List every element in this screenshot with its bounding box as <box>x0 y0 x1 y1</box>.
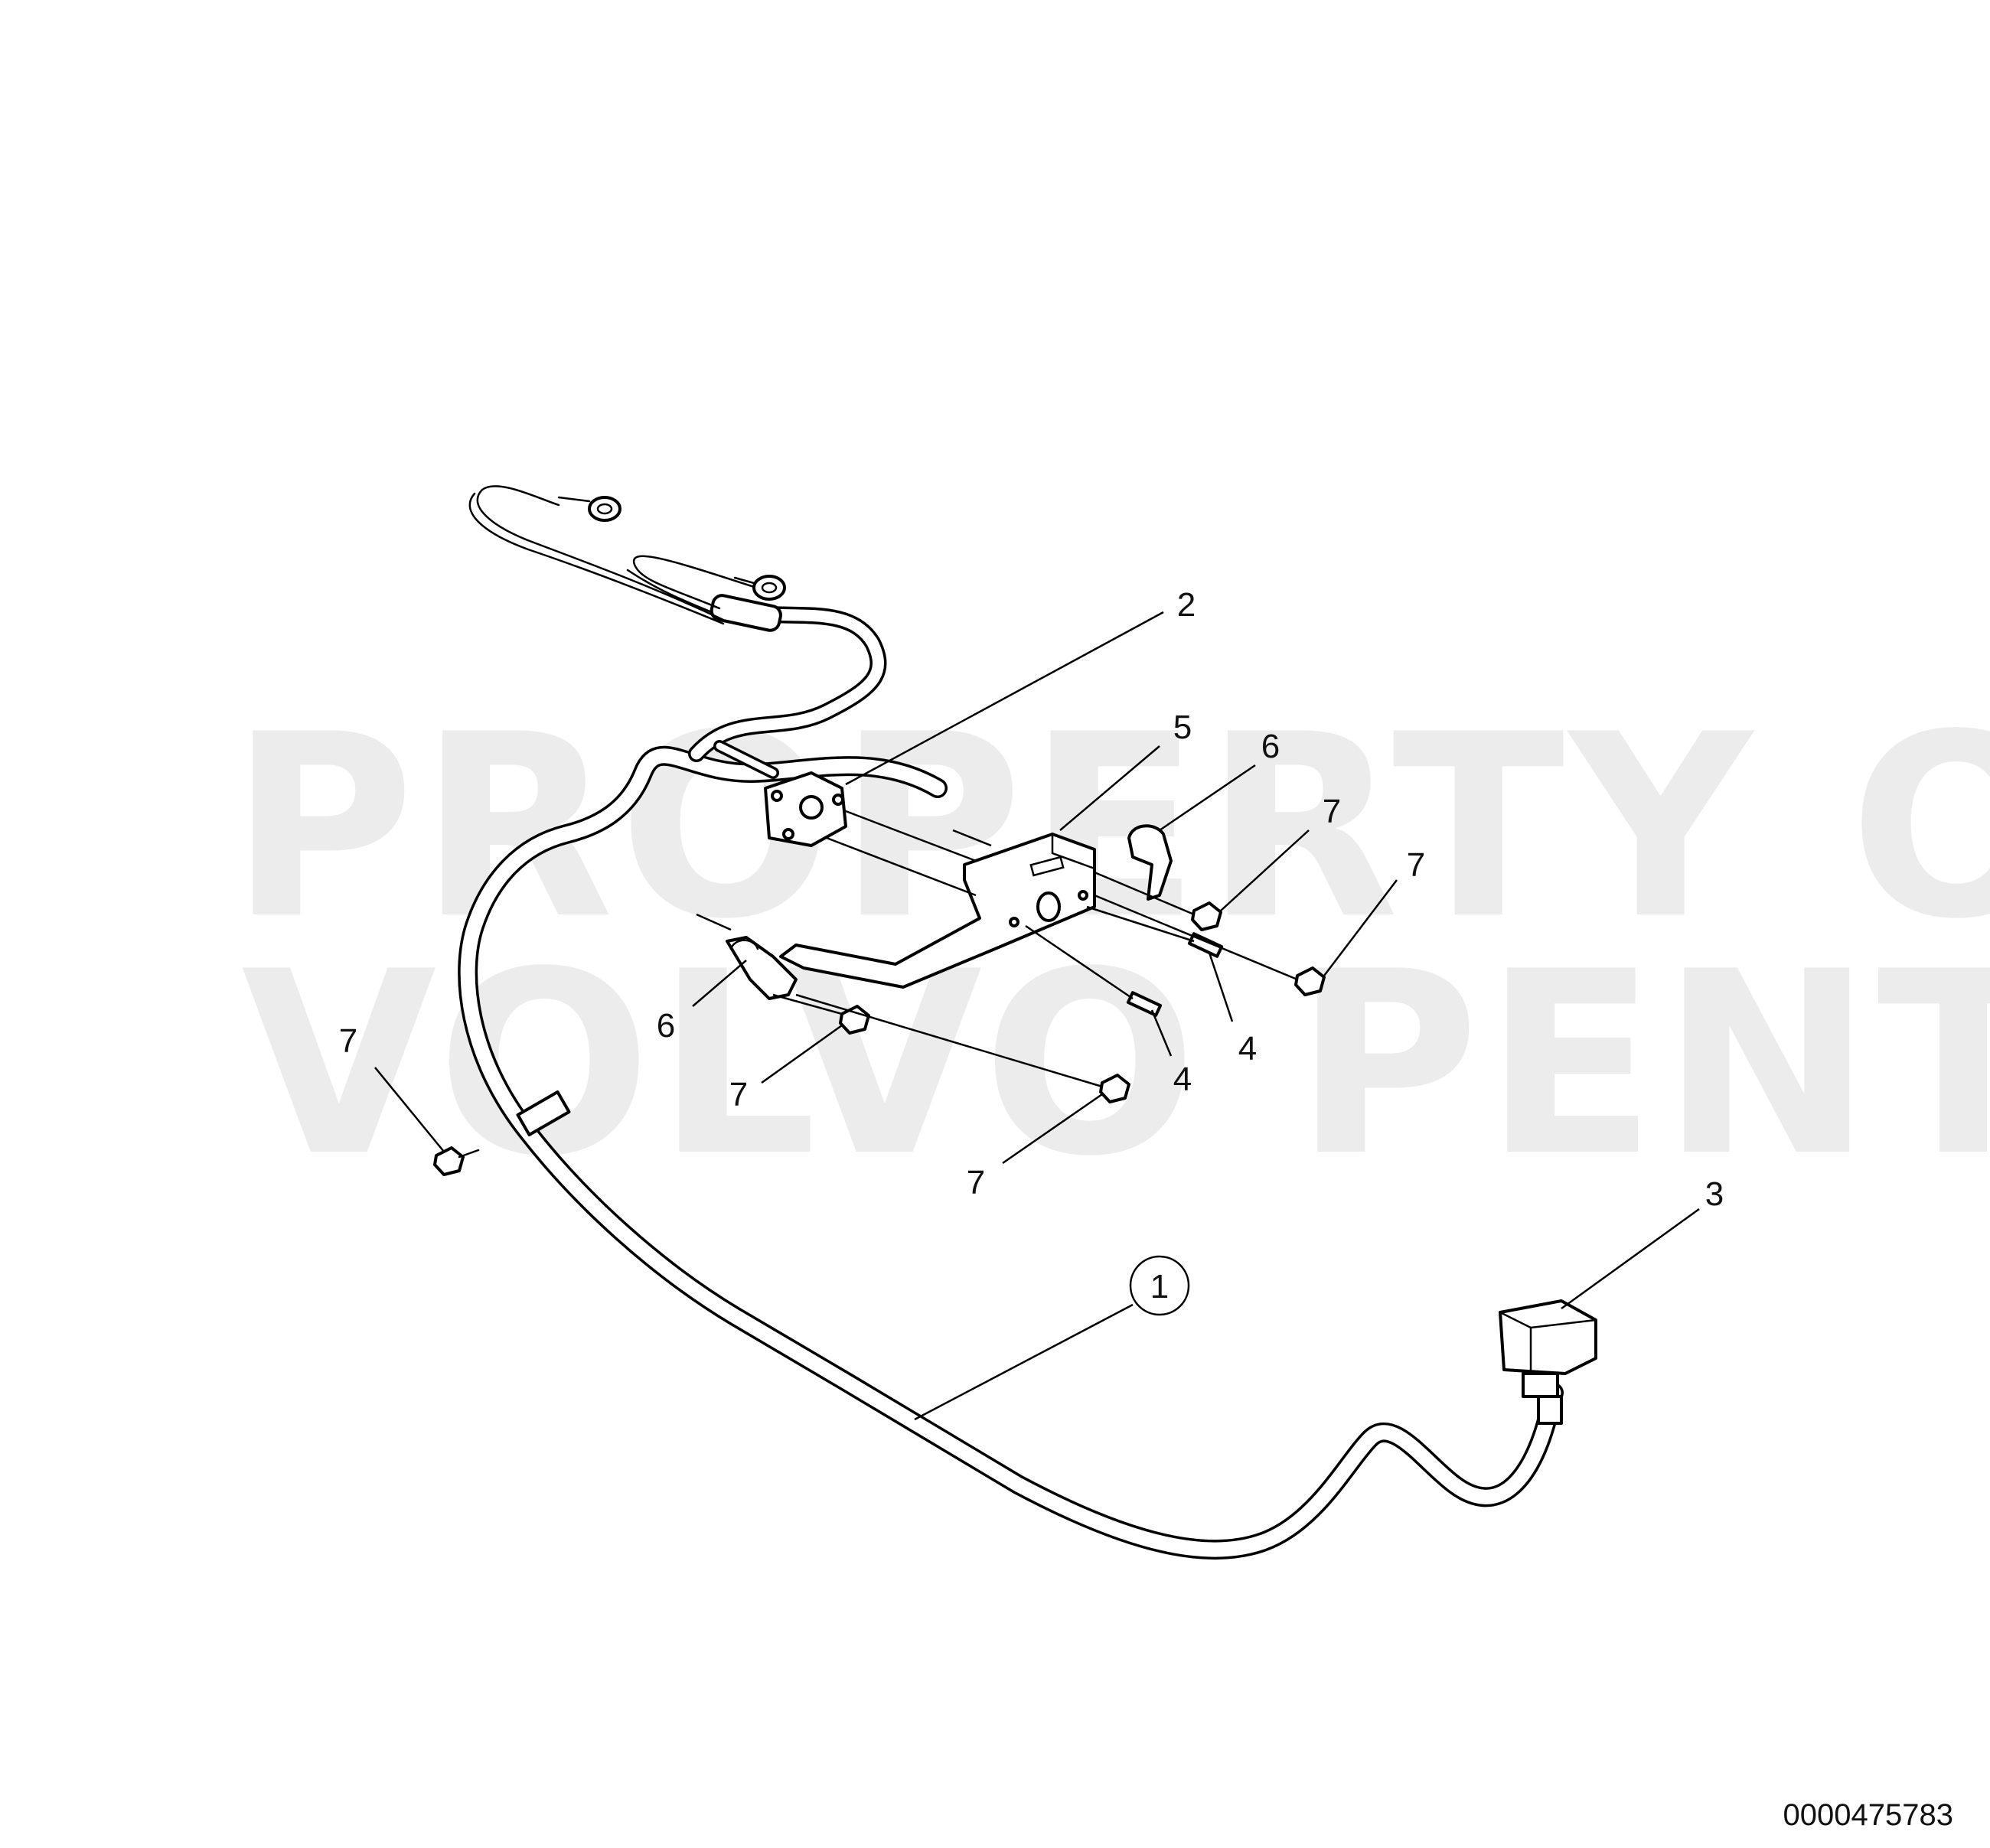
callout-1-circle <box>1129 1255 1190 1316</box>
align-bracket-7e <box>1094 894 1298 981</box>
leader-6b <box>1159 764 1256 832</box>
leader-7b <box>761 1024 843 1084</box>
harness-inner <box>460 748 1561 1557</box>
bracket <box>779 833 1096 989</box>
harness-branch-inner <box>690 606 884 760</box>
leader-7e <box>1323 879 1398 976</box>
callout-7e: 7 <box>1407 846 1425 884</box>
leader-1 <box>914 1303 1134 1421</box>
leader-6a <box>692 960 747 1007</box>
callout-3: 3 <box>1705 1175 1724 1213</box>
watermark-line-2: VOLVO PENTA <box>241 917 1990 1211</box>
align-bracket-4b <box>1086 905 1195 943</box>
document-number: 0000475783 <box>1783 1798 1953 1832</box>
align-bracket-4a <box>1025 924 1134 1000</box>
clip-6-lower <box>726 936 798 1000</box>
harness-clip <box>516 1090 571 1136</box>
align-relay-bracket-1 <box>845 810 977 862</box>
callout-7d: 7 <box>1323 793 1341 830</box>
callout-6a: 6 <box>657 1007 675 1045</box>
wire-a <box>633 555 767 610</box>
watermark: PROPERTY OF VOLVO PENTA <box>230 680 1990 1211</box>
leader-2 <box>845 611 1164 786</box>
callout-7c: 7 <box>967 1164 985 1201</box>
leader-7d <box>1220 829 1310 911</box>
bolt-7a <box>433 1146 480 1176</box>
bolt-4b <box>1187 932 1224 958</box>
align-relay-bracket-3 <box>952 829 992 847</box>
relay <box>764 771 847 847</box>
callout-labels: 1 2 3 4 4 5 6 6 7 7 7 7 7 <box>339 586 1724 1316</box>
align-bracket-7c <box>795 993 1103 1088</box>
leader-lines <box>374 611 1700 1421</box>
ring-terminal-1 <box>557 496 621 522</box>
leader-5 <box>1059 745 1160 831</box>
leader-4a <box>1150 1009 1173 1057</box>
callout-1: 1 <box>1150 1268 1169 1305</box>
wire-b2 <box>468 492 725 625</box>
callout-4a: 4 <box>1173 1061 1192 1098</box>
align-clip-6a <box>696 913 732 931</box>
ring-terminal-2 <box>733 575 786 601</box>
relay-wire-inner <box>716 742 777 777</box>
leader-7a <box>374 1067 445 1152</box>
leader-7c <box>1002 1093 1103 1165</box>
watermark-line-1: PROPERTY OF <box>230 680 1990 974</box>
bolt-7e <box>1294 966 1326 996</box>
connector <box>1499 1299 1597 1425</box>
main-cable-harness <box>458 485 1564 1560</box>
callout-4b: 4 <box>1238 1030 1257 1067</box>
align-relay-bracket-2 <box>826 836 977 897</box>
callout-2: 2 <box>1177 586 1196 624</box>
bolt-7b <box>839 1005 870 1035</box>
leader-3 <box>1561 1208 1700 1310</box>
callout-7b: 7 <box>729 1076 748 1113</box>
wire-c <box>626 569 713 614</box>
callout-6b: 6 <box>1261 728 1280 765</box>
clip-6-upper <box>1127 824 1173 901</box>
wire-b <box>476 485 725 621</box>
callout-7a: 7 <box>339 1022 357 1060</box>
align-clip-7b <box>772 993 843 1015</box>
bolt-7d <box>1191 901 1222 931</box>
leader-4b <box>1208 952 1234 1022</box>
callout-5: 5 <box>1173 709 1192 746</box>
align-bracket-7d <box>1094 871 1195 916</box>
bolt-7c <box>1099 1074 1130 1103</box>
